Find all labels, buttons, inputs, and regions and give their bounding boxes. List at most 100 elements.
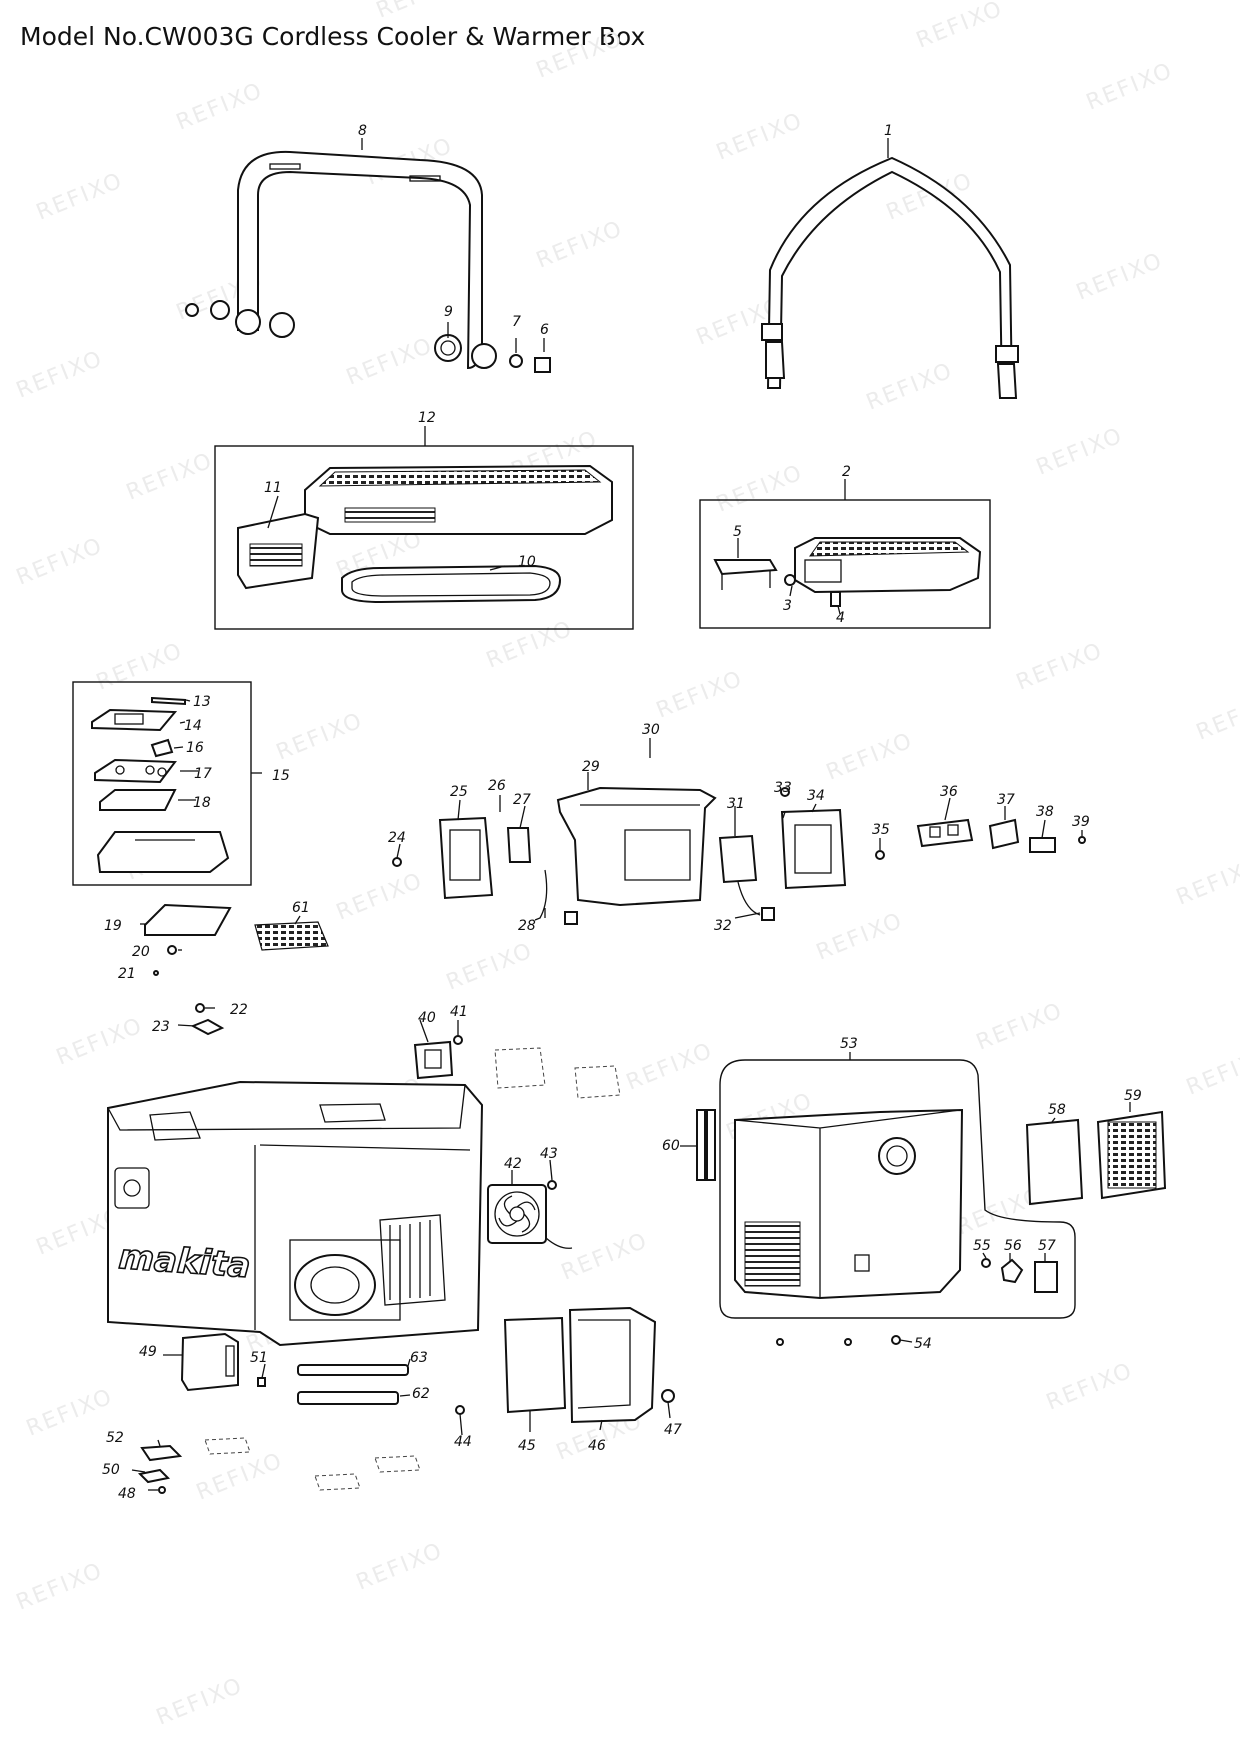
watermark-text: REFIXO: [173, 78, 267, 135]
watermark-text: REFIXO: [533, 216, 627, 273]
carry-handle-part: [185, 150, 551, 373]
watermark-text: REFIXO: [13, 1558, 107, 1615]
brand-logo: makita: [117, 1237, 251, 1286]
part-label-50: 50: [102, 1462, 120, 1478]
part-label-62: 62: [412, 1386, 430, 1402]
part-label-47: 47: [664, 1422, 682, 1438]
watermark-text: REFIXO: [713, 108, 807, 165]
part-label-40: 40: [418, 1010, 436, 1026]
lid-latch-assembly-part: [713, 537, 982, 607]
group-frame-12: [214, 445, 634, 630]
part-label-34: 34: [807, 788, 825, 804]
watermark-text: REFIXO: [1193, 688, 1240, 745]
part-label-8: 8: [358, 123, 367, 139]
watermark-text: REFIXO: [1033, 423, 1127, 480]
part-label-30: 30: [642, 722, 660, 738]
part-label-53: 53: [840, 1036, 858, 1052]
watermark-text: REFIXO: [813, 908, 907, 965]
watermark-text: REFIXO: [1173, 853, 1240, 910]
part-label-45: 45: [518, 1438, 536, 1454]
part-label-33: 33: [774, 780, 792, 796]
watermark-text: REFIXO: [93, 638, 187, 695]
watermark-text: REFIXO: [443, 938, 537, 995]
part-label-26: 26: [488, 778, 506, 794]
part-label-17: 17: [194, 766, 212, 782]
part-label-5: 5: [733, 524, 742, 540]
watermark-text: REFIXO: [193, 1448, 287, 1505]
watermark-text: REFIXO: [333, 868, 427, 925]
part-label-16: 16: [186, 740, 204, 756]
watermark-text: REFIXO: [623, 1038, 717, 1095]
watermark-text: REFIXO: [373, 0, 467, 24]
part-label-28: 28: [518, 918, 536, 934]
part-label-11: 11: [264, 480, 282, 496]
shoulder-strap-part: [761, 156, 1019, 399]
part-label-36: 36: [940, 784, 958, 800]
part-label-39: 39: [1072, 814, 1090, 830]
part-label-20: 20: [132, 944, 150, 960]
watermark-text: REFIXO: [123, 448, 217, 505]
internal-frame-assembly-part: [392, 786, 1086, 925]
part-label-60: 60: [662, 1138, 680, 1154]
watermark-text: REFIXO: [153, 1673, 247, 1730]
part-label-35: 35: [872, 822, 890, 838]
watermark-text: REFIXO: [1073, 248, 1167, 305]
small-parts-left: [144, 903, 329, 1036]
part-label-23: 23: [152, 1019, 170, 1035]
watermark-text: REFIXO: [53, 1013, 147, 1070]
part-label-15: 15: [272, 768, 290, 784]
watermark-text: REFIXO: [863, 358, 957, 415]
part-label-41: 41: [450, 1004, 468, 1020]
watermark-text: REFIXO: [353, 1538, 447, 1595]
part-label-56: 56: [1004, 1238, 1022, 1254]
part-label-27: 27: [513, 792, 531, 808]
watermark-text: REFIXO: [13, 533, 107, 590]
part-label-1: 1: [884, 123, 893, 139]
part-label-12: 12: [418, 410, 436, 426]
page-title: Model No.CW003G Cordless Cooler & Warmer…: [20, 22, 646, 51]
part-label-59: 59: [1124, 1088, 1142, 1104]
watermark-text: REFIXO: [973, 998, 1067, 1055]
part-label-49: 49: [139, 1344, 157, 1360]
part-label-46: 46: [588, 1438, 606, 1454]
part-label-37: 37: [997, 792, 1015, 808]
part-label-4: 4: [836, 610, 845, 626]
watermark-text: REFIXO: [823, 728, 917, 785]
watermark-text: REFIXO: [273, 708, 367, 765]
part-label-55: 55: [973, 1238, 991, 1254]
part-label-42: 42: [504, 1156, 522, 1172]
part-label-21: 21: [118, 966, 136, 982]
fan-assembly-part: [413, 1035, 621, 1249]
part-label-58: 58: [1048, 1102, 1066, 1118]
part-label-9: 9: [444, 304, 453, 320]
group-frame-53: [719, 1059, 1076, 1319]
watermark-text: REFIXO: [33, 168, 127, 225]
bottom-parts-part: [137, 1306, 675, 1494]
watermark-text: REFIXO: [1013, 638, 1107, 695]
part-label-44: 44: [454, 1434, 472, 1450]
watermark-text: REFIXO: [533, 26, 627, 83]
part-label-63: 63: [410, 1350, 428, 1366]
part-label-38: 38: [1036, 804, 1054, 820]
part-label-48: 48: [118, 1486, 136, 1502]
part-label-13: 13: [193, 694, 211, 710]
part-label-19: 19: [104, 918, 122, 934]
part-label-24: 24: [388, 830, 406, 846]
part-label-7: 7: [512, 314, 521, 330]
watermark-text: REFIXO: [13, 346, 107, 403]
watermark-text: REFIXO: [653, 666, 747, 723]
part-label-14: 14: [184, 718, 202, 734]
watermark-text: REFIXO: [1183, 1043, 1240, 1100]
part-label-25: 25: [450, 784, 468, 800]
rear-cover-assembly-part: [696, 1108, 1167, 1346]
leader-lines: [131, 138, 1131, 1491]
part-label-3: 3: [783, 598, 792, 614]
control-panel-assembly-part: [91, 696, 230, 873]
cooler-body-part: makita: [107, 1080, 484, 1347]
part-label-29: 29: [582, 759, 600, 775]
watermark-text: REFIXO: [1043, 1358, 1137, 1415]
part-label-6: 6: [540, 322, 549, 338]
watermark-text: REFIXO: [713, 460, 807, 517]
part-label-61: 61: [292, 900, 310, 916]
